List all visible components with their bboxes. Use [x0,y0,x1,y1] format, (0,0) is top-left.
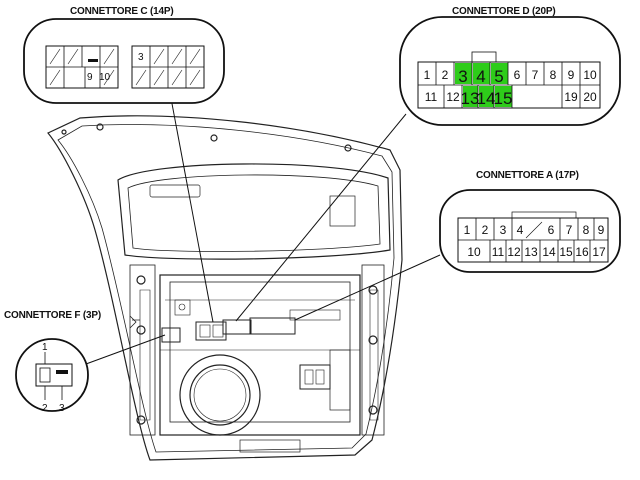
leader-lines [85,92,441,365]
pin-highlight [455,63,472,84]
pin-label: 14 [477,89,496,108]
pin-label: 9 [568,68,575,82]
pin-label: 19 [564,90,578,104]
pin-label: 11 [425,90,438,104]
connector-a-title: CONNETTORE A (17P) [476,170,579,181]
connector-f-title: CONNETTORE F (3P) [4,310,101,321]
pin-label: 1 [42,342,48,353]
pin-label: 12 [446,90,460,104]
pin-label: 3 [458,67,467,86]
pin-label: 13 [461,89,480,108]
connector-c-callout: 9 10 3 [23,18,225,104]
pin-label: 9 [598,223,605,237]
pin-label: 7 [532,68,539,82]
pin-label: 2 [442,68,449,82]
pin-label: 6 [514,68,521,82]
pin-label: 20 [583,90,597,104]
pin-label: 2 [42,403,48,414]
pin-label: 8 [550,68,557,82]
pin-highlight [495,86,512,107]
pin-label: 2 [482,223,489,237]
pin-label: 3 [500,223,507,237]
pin-label: 17 [592,245,606,259]
pin-label: 7 [566,223,573,237]
pin-label: 10 [99,72,111,83]
pin-label: 16 [575,245,589,259]
pin-label: 14 [542,245,556,259]
pin-highlight [463,86,478,107]
pin-label: 13 [524,245,538,259]
connector-c-title: CONNETTORE C (14P) [70,6,174,17]
pin-label: 10 [583,68,597,82]
dashboard-panel [47,115,403,461]
pin-highlight [479,86,494,107]
pin-label: 9 [87,72,93,83]
pin-label: 12 [507,245,521,259]
pin-label: 1 [424,68,431,82]
pin-label: 1 [464,223,471,237]
pin-label: 8 [583,223,590,237]
pin-label: 11 [492,245,505,259]
pin-label: 6 [548,223,555,237]
pin-label: 3 [59,403,65,414]
pin-label: 10 [467,245,481,259]
pin-label: 4 [517,223,524,237]
pin-label: 15 [494,89,513,108]
pin-label: 15 [559,245,573,259]
pin-highlight [491,63,508,84]
pin-label: 4 [476,67,485,86]
pin-label: 5 [494,67,503,86]
pin-highlight [473,63,490,84]
pin-label: 3 [138,52,144,63]
connector-f-callout: 1 2 3 [15,338,89,414]
connector-d-title: CONNETTORE D (20P) [452,6,556,17]
